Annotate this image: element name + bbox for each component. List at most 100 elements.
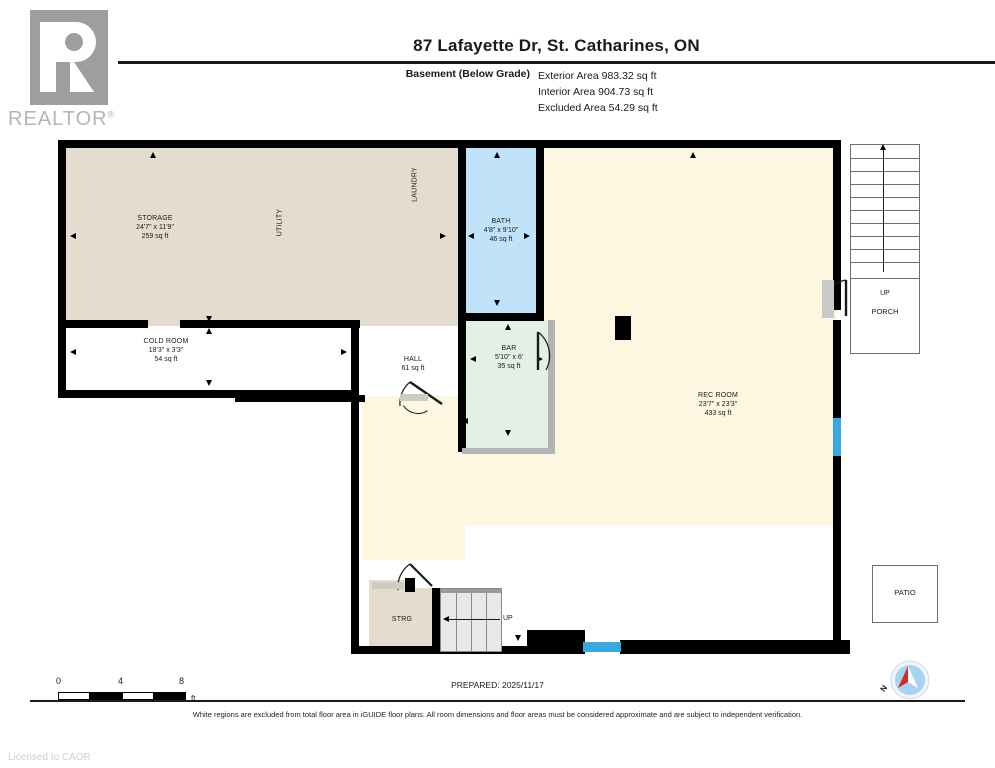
stair-top-nosing bbox=[441, 589, 501, 593]
dim-arrow-rec-top bbox=[690, 152, 696, 158]
scale-segment-light bbox=[58, 692, 90, 700]
wall-top-exterior bbox=[58, 140, 841, 148]
window-right bbox=[833, 418, 841, 456]
ext-stair-tread bbox=[851, 236, 919, 237]
strg-fill bbox=[369, 588, 435, 650]
dim-arrow-storage-left bbox=[70, 233, 76, 239]
cold-room-dims: 18'3" x 3'3" bbox=[148, 347, 184, 354]
stair-tread bbox=[486, 589, 487, 651]
bar-counter-right bbox=[548, 320, 555, 454]
interior-stairs bbox=[440, 588, 502, 652]
hall-area: 61 sq ft bbox=[401, 365, 425, 372]
wall-cold-room-top-left bbox=[58, 320, 148, 328]
wall-cold-room-bottom bbox=[58, 390, 358, 398]
exterior-stair-arrowhead bbox=[880, 144, 886, 150]
area-summary-list: Exterior Area 983.32 sq ft Interior Area… bbox=[538, 68, 838, 116]
rec-room-name: REC ROOM bbox=[697, 392, 739, 399]
dim-arrow-coldroom-right bbox=[341, 349, 347, 355]
dim-arrow-bath-bottom bbox=[494, 300, 500, 306]
interior-stair-arrowhead bbox=[443, 616, 449, 622]
realtor-word-text: REALTOR bbox=[8, 108, 108, 130]
bath-name: BATH bbox=[491, 218, 511, 225]
title-divider bbox=[118, 61, 995, 64]
wall-bottom-right bbox=[620, 640, 850, 654]
level-summary: Basement (Below Grade) Exterior Area 983… bbox=[118, 68, 995, 116]
door-sill-strg bbox=[372, 582, 404, 589]
dim-arrow-storage-bottom bbox=[206, 316, 212, 322]
floor-plan-canvas: UP UP PORCH STORAGE 24'7" x 11'9" 259 sq… bbox=[0, 130, 995, 654]
dim-arrow-bath-right bbox=[524, 233, 530, 239]
dim-arrow-bar-right bbox=[537, 356, 543, 362]
ext-stair-tread bbox=[851, 210, 919, 211]
room-label-bar: BAR 5'10" x 6' 35 sq ft bbox=[459, 344, 559, 371]
licensed-to-text: Licensed to CAOR bbox=[8, 752, 91, 763]
ext-stair-tread bbox=[851, 223, 919, 224]
prepared-date: PREPARED: 2025/11/17 bbox=[451, 680, 544, 690]
dim-arrow-coldroom-left bbox=[70, 349, 76, 355]
realtor-wordmark: REALTOR® bbox=[8, 108, 115, 131]
door-sill-laundry bbox=[400, 394, 428, 401]
door-laundry bbox=[399, 381, 443, 407]
wall-coldroom-right bbox=[351, 320, 359, 398]
scale-tick-8: 8 bbox=[179, 676, 185, 686]
stair-tread bbox=[471, 589, 472, 651]
cold-room-area: 54 sq ft bbox=[154, 356, 178, 363]
dim-arrow-bar-top bbox=[505, 324, 511, 330]
wall-bottom-block-1 bbox=[527, 630, 585, 654]
dim-arrow-coldroom-bottom bbox=[206, 380, 212, 386]
excluded-area: Excluded Area 54.29 sq ft bbox=[538, 102, 658, 114]
scale-unit-label: ft bbox=[191, 694, 196, 703]
dim-arrow-stair-bottom bbox=[515, 635, 521, 641]
interior-area: Interior Area 904.73 sq ft bbox=[538, 86, 653, 98]
interior-stair-label: UP bbox=[503, 615, 513, 622]
wall-utility-divider bbox=[235, 395, 365, 402]
realtor-registered-mark: ® bbox=[107, 109, 116, 120]
rec-room-dims: 23'7" x 23'3" bbox=[698, 401, 738, 408]
ext-stair-tread bbox=[851, 171, 919, 172]
ext-stair-tread bbox=[851, 184, 919, 185]
patio-box: PATIO bbox=[872, 565, 938, 623]
room-label-rec-room: REC ROOM 23'7" x 23'3" 433 sq ft bbox=[668, 391, 768, 418]
scale-segment-dark bbox=[154, 692, 186, 700]
ext-stair-tread bbox=[851, 197, 919, 198]
wall-bath-left bbox=[458, 140, 466, 320]
dim-arrow-bath-top bbox=[494, 152, 500, 158]
dim-arrow-bar-bottom bbox=[505, 430, 511, 436]
ext-stair-tread bbox=[851, 158, 919, 159]
wall-right-exterior-lower bbox=[833, 320, 841, 650]
room-label-storage: STORAGE 24'7" x 11'9" 259 sq ft bbox=[105, 214, 205, 241]
door-bath bbox=[536, 331, 551, 371]
dim-arrow-utility-right bbox=[440, 233, 446, 239]
ext-stair-tread bbox=[851, 262, 919, 263]
dim-arrow-bar-left bbox=[470, 356, 476, 362]
exterior-stair-direction-line bbox=[883, 150, 884, 272]
rec-room-area: 433 sq ft bbox=[704, 410, 732, 417]
stair-tread bbox=[456, 589, 457, 651]
window-bottom bbox=[583, 642, 621, 652]
room-label-bath: BATH 4'8" x 9'10" 46 sq ft bbox=[451, 217, 551, 244]
porch-area: UP PORCH bbox=[850, 278, 920, 354]
compass-rose: N bbox=[879, 658, 932, 702]
strg-name: STRG bbox=[391, 616, 413, 623]
cold-room-fill bbox=[66, 326, 356, 398]
realtor-r-glyph bbox=[40, 22, 96, 92]
room-label-hall: HALL 61 sq ft bbox=[373, 355, 453, 373]
hall-fill-top bbox=[362, 396, 465, 560]
dim-arrow-coldroom-top bbox=[206, 328, 212, 334]
wall-right-exterior-upper bbox=[833, 140, 841, 310]
scale-tick-4: 4 bbox=[118, 676, 124, 686]
utility-name: UTILITY bbox=[276, 208, 284, 237]
wall-cold-room-top-right bbox=[180, 320, 360, 328]
bath-area: 46 sq ft bbox=[489, 236, 513, 243]
disclaimer-text: White regions are excluded from total fl… bbox=[192, 710, 803, 719]
exterior-stairs bbox=[850, 144, 920, 280]
porch-up-label: UP bbox=[880, 290, 890, 297]
dim-arrow-hall-bottom bbox=[462, 418, 468, 424]
level-label: Basement (Below Grade) bbox=[405, 68, 530, 80]
wall-hall-left bbox=[351, 392, 359, 654]
bar-name: BAR bbox=[501, 345, 517, 352]
scale-segment-dark bbox=[90, 692, 122, 700]
compass-icon bbox=[890, 660, 930, 700]
wall-bath-bottom bbox=[458, 313, 544, 321]
page-title: 87 Lafayette Dr, St. Catharines, ON bbox=[413, 36, 700, 55]
